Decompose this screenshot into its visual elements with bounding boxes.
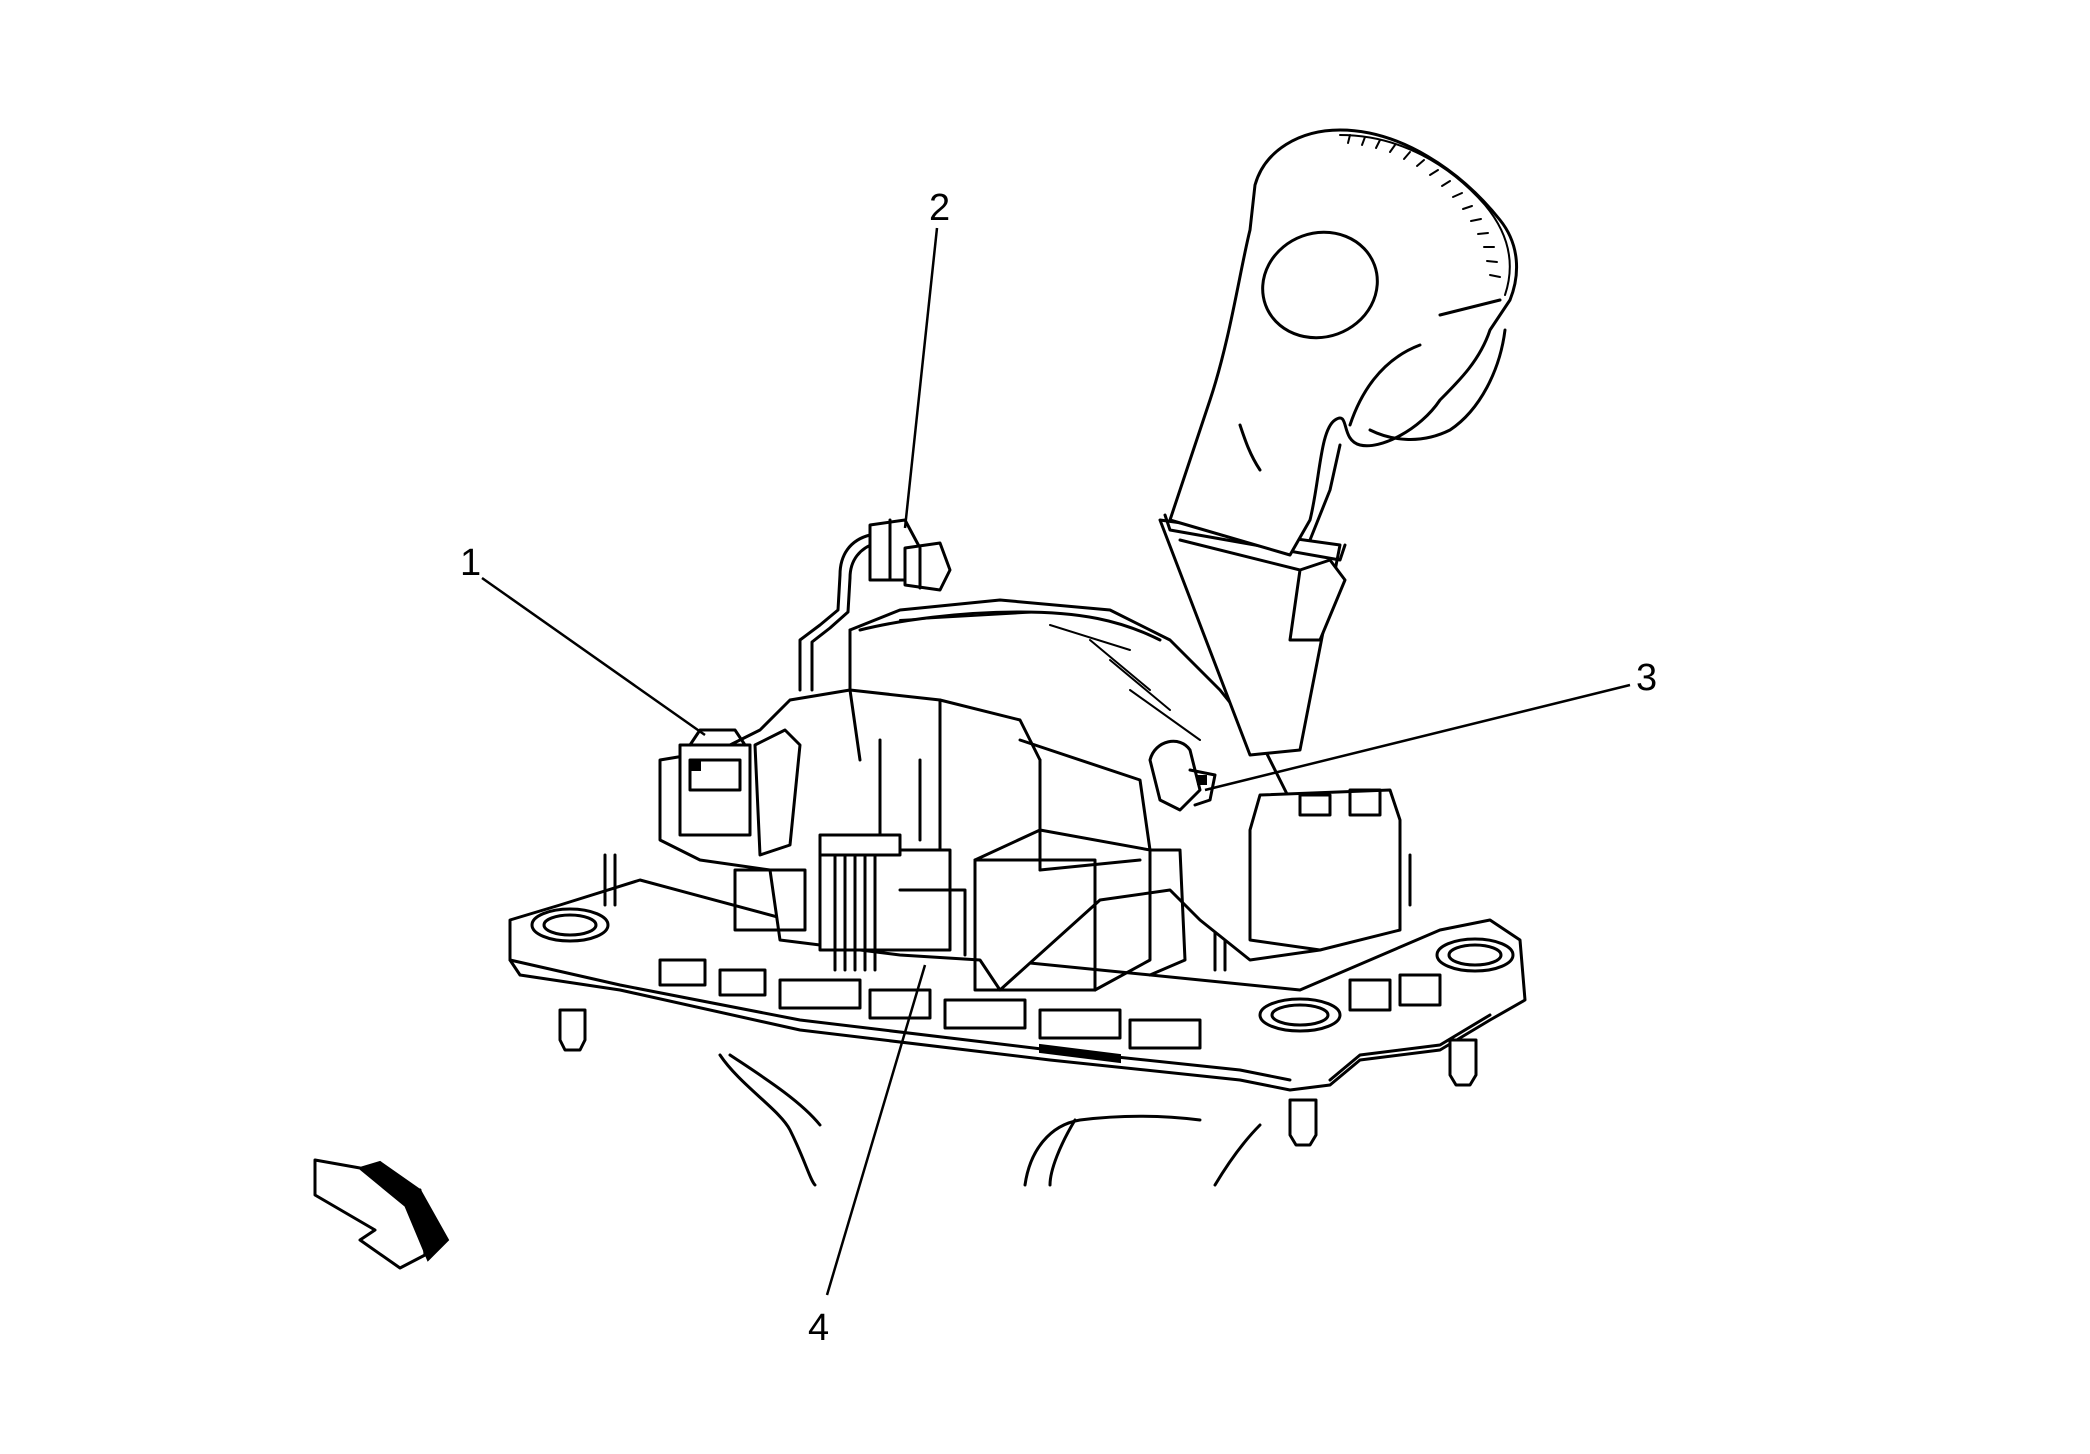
- view-direction-arrow-icon: [313, 1158, 450, 1270]
- leader-3: [1204, 683, 1631, 792]
- position-sensor: [1148, 739, 1217, 812]
- base-slots: [658, 958, 1442, 1050]
- callout-2: 2: [929, 187, 950, 229]
- upper-housing: [658, 598, 1402, 992]
- lower-housing: [718, 1053, 1262, 1187]
- lever-pivot-hole: [1261, 230, 1379, 340]
- center-switch: [733, 833, 967, 972]
- base-plate: [508, 853, 1527, 1147]
- shift-lever: [1158, 128, 1519, 757]
- callout-labels: 1 2 3 4: [460, 187, 1657, 1349]
- bulb-socket: [798, 518, 952, 692]
- detent-teeth: [1339, 134, 1511, 296]
- callout-3: 3: [1636, 657, 1657, 699]
- callout-1: 1: [460, 542, 481, 584]
- callout-4: 4: [808, 1307, 829, 1349]
- leader-4: [825, 964, 927, 1296]
- leader-lines: [481, 227, 1631, 1296]
- leader-1: [481, 576, 706, 737]
- leader-2: [903, 227, 939, 529]
